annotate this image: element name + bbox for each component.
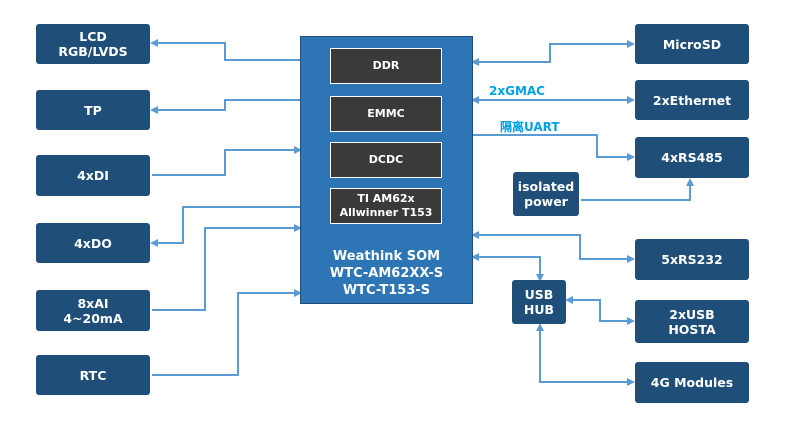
chip-emmc: EMMC [330, 96, 442, 132]
block-usb-hub: USB HUB [512, 280, 566, 324]
block-do: 4xDO [36, 223, 150, 263]
wire-ai [152, 224, 302, 311]
wire-lcd [150, 39, 300, 61]
block-usb-host: 2xUSB HOSTA [635, 300, 749, 343]
wire-rtc [152, 289, 302, 376]
chip-processor: TI AM62x Allwinner T153 [330, 188, 442, 224]
block-rs485: 4xRS485 [635, 137, 749, 178]
wire-usb-host [565, 296, 635, 325]
wire-isolated-power [581, 178, 694, 201]
block-ethernet: 2xEthernet [635, 80, 749, 120]
block-rtc: RTC [36, 355, 150, 395]
block-isolated-power: isolated power [513, 172, 579, 216]
chip-ddr: DDR [330, 48, 442, 84]
block-di: 4xDI [36, 155, 150, 196]
wire-do [150, 206, 300, 247]
som-title: Weathink SOM WTC-AM62XX-S WTC-T153-S [329, 249, 444, 298]
wire-tp [150, 99, 300, 114]
block-microsd: MicroSD [635, 24, 749, 64]
wire-microsd [471, 40, 635, 66]
block-lcd: LCD RGB/LVDS [36, 24, 150, 64]
wire-usb-hub [471, 253, 544, 282]
wire-di [152, 146, 302, 176]
wire-rs485 [473, 134, 635, 161]
block-4g-modules: 4G Modules [635, 362, 749, 403]
wire-rs232 [471, 231, 635, 263]
chip-dcdc: DCDC [330, 142, 442, 178]
wire-4g [536, 323, 635, 386]
block-tp: TP [36, 90, 150, 130]
annotation-isolated-uart: 隔离UART [500, 120, 560, 134]
block-rs232: 5xRS232 [635, 239, 749, 280]
annotation-gmac: 2xGMAC [489, 84, 545, 98]
block-ai: 8xAI 4~20mA [36, 290, 150, 331]
